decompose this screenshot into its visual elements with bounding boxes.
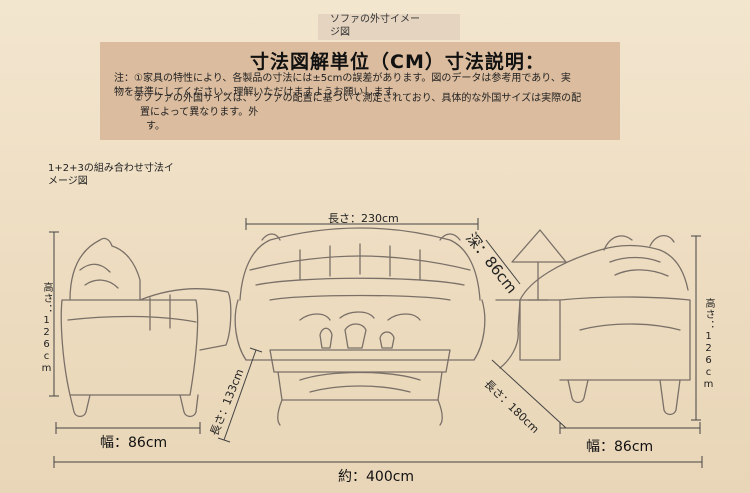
coffee-table-drawing (269, 323, 451, 426)
right-sofa-drawing (519, 235, 691, 416)
caption-line-1: ソファの外寸イメー (330, 14, 420, 25)
caption-background (318, 14, 460, 40)
figure-caption: ソファの外寸イメー ジ図 (330, 13, 420, 39)
left-width-label: 幅：86cm (100, 435, 168, 451)
note-line-4: 置によって異なります。外 (140, 107, 259, 118)
notes-background (100, 42, 620, 140)
total-length-label: 約：400cm (338, 469, 415, 485)
left-armchair-drawing (60, 237, 232, 418)
dimension-lines (49, 218, 703, 468)
note-line-1: 注：①家具の特性により、各製品の寸法には±5cmの誤差があります。図のデータは参… (114, 73, 571, 84)
center-sofa-drawing (234, 227, 486, 361)
side-table-lamp-drawing (495, 229, 567, 369)
right-width-label: 幅：86cm (586, 439, 654, 455)
page-title: 寸法図解単位（CM）寸法説明： (250, 51, 545, 73)
note-line-3: ②ソファの外国サイズは、ソファの配置に基づいて測定されており、具体的な外国サイズ… (134, 93, 582, 104)
combination-label-line-1: 1+2+3の組み合わせ寸法イ (48, 163, 174, 174)
note-line-5: す。 (146, 121, 165, 132)
combination-label-line-2: メージ図 (48, 176, 88, 187)
note-line-2: 物を基準にしてください。理解いただけますようお願いします。 (114, 87, 403, 98)
caption-line-2: ジ図 (330, 27, 350, 38)
combination-label: 1+2+3の組み合わせ寸法イ メージ図 (48, 162, 174, 188)
left-height-label: 高さ：126cm (41, 282, 52, 375)
right-height-label: 高さ：126cm (703, 298, 714, 391)
center-length-label: 長さ：230cm (328, 212, 399, 225)
